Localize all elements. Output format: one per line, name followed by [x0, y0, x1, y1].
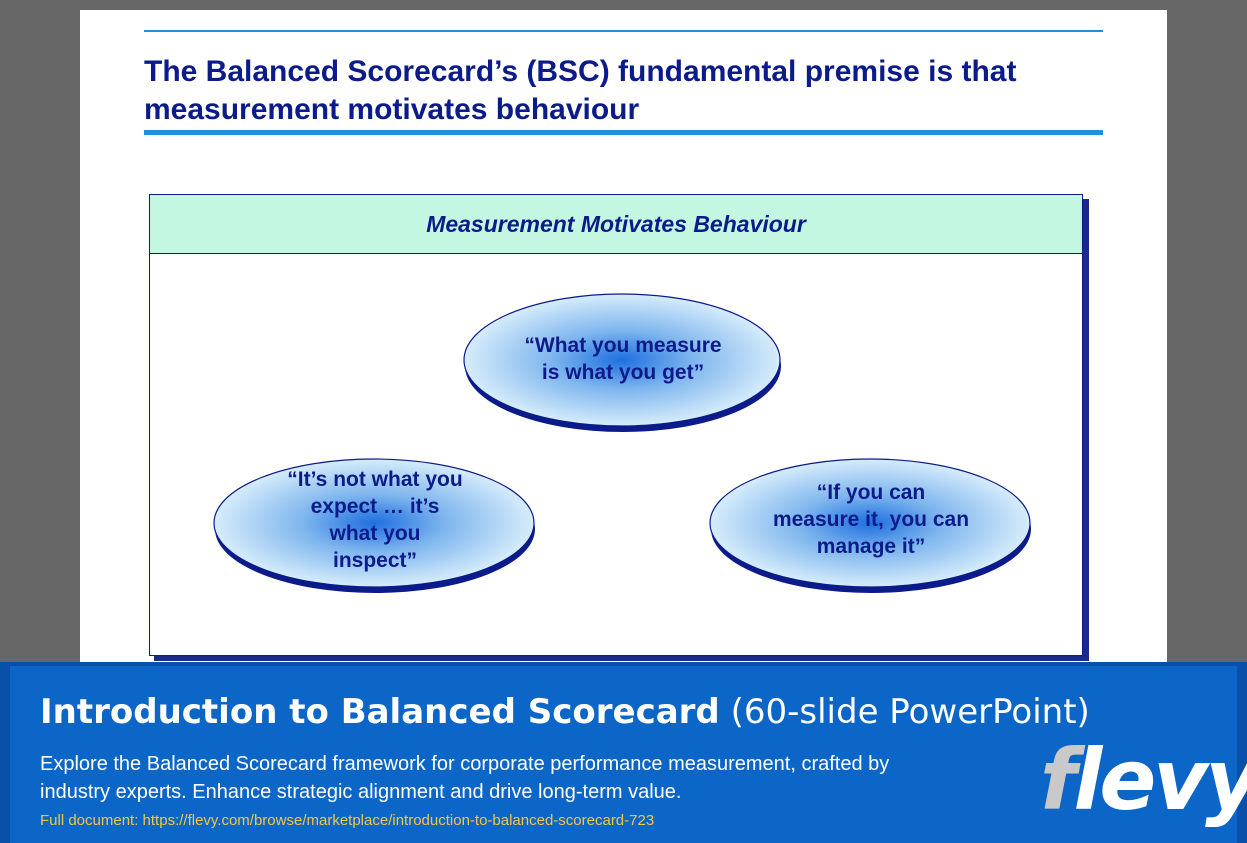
logo-f: f	[1040, 731, 1077, 829]
bubble-right-shape	[709, 458, 1031, 593]
footer-title-light: (60-slide PowerPoint)	[730, 692, 1090, 732]
bubble-left-quote: “It’s not what you expect … it’s what yo…	[287, 467, 463, 572]
footer-inner: Introduction to Balanced Scorecard (60-s…	[10, 666, 1247, 843]
title-rule-bottom	[144, 130, 1103, 135]
footer-title-bold: Introduction to Balanced Scorecard	[40, 692, 720, 732]
bubble-right-quote: “If you can measure it, you can manage i…	[772, 481, 970, 558]
bubble-left-shape	[213, 458, 535, 593]
logo-rest: levy	[1073, 731, 1247, 829]
bubble-right: “If you can measure it, you can manage i…	[708, 451, 1034, 596]
footer-title: Introduction to Balanced Scorecard (60-s…	[40, 692, 1090, 732]
title-rule-top	[144, 30, 1103, 32]
footer-document-link[interactable]: Full document: https://flevy.com/browse/…	[40, 812, 655, 829]
slide-title: The Balanced Scorecard’s (BSC) fundament…	[144, 55, 1017, 126]
quote-panel: Measurement Motivates Behaviour “What yo…	[149, 194, 1083, 656]
bubble-top: “What you measure is what you get”	[461, 290, 785, 435]
bubble-top-shape	[463, 293, 781, 432]
slide: The Balanced Scorecard’s (BSC) fundament…	[80, 10, 1167, 662]
footer-description: Explore the Balanced Scorecard framework…	[40, 753, 890, 803]
bubble-left: “It’s not what you expect … it’s what yo…	[212, 451, 538, 596]
bubble-top-quote: “What you measure is what you get”	[524, 333, 722, 384]
panel-header: Measurement Motivates Behaviour	[150, 195, 1082, 254]
flevy-logo[interactable]: flevy	[1040, 738, 1247, 822]
footer-banner: Introduction to Balanced Scorecard (60-s…	[0, 662, 1247, 843]
